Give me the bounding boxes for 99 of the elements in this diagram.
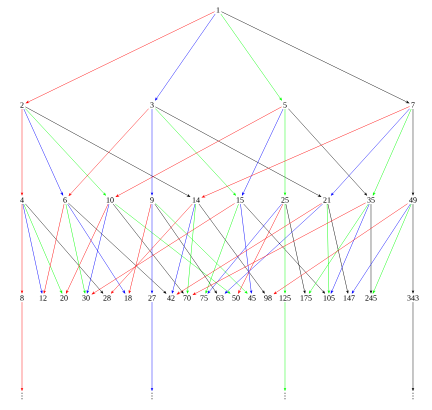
- arrow: [176, 203, 322, 294]
- arrow: [154, 204, 218, 294]
- number-label: 105: [324, 295, 335, 301]
- arrow: [25, 108, 106, 196]
- number-label: 49: [409, 197, 417, 203]
- number-label: 15: [236, 197, 244, 203]
- number-label: 20: [60, 295, 68, 301]
- arrow: [116, 106, 282, 197]
- arrow: [66, 204, 108, 294]
- arrow: [155, 203, 248, 294]
- arrow: [26, 11, 215, 104]
- arrow: [284, 302, 286, 391]
- arrow: [68, 108, 149, 196]
- arrow: [308, 204, 369, 294]
- arrow: [220, 14, 282, 101]
- arrow: [24, 204, 62, 294]
- number-label: 14: [192, 197, 200, 203]
- arrow: [238, 204, 284, 294]
- number-label: 98: [264, 295, 272, 301]
- arrow: [412, 204, 414, 294]
- arrow: [66, 204, 86, 294]
- number-label: 10: [106, 197, 114, 203]
- arrow: [224, 204, 323, 294]
- number-label: 12: [40, 295, 47, 301]
- arrow: [330, 204, 370, 294]
- arrow: [192, 202, 366, 296]
- arrow: [242, 108, 284, 196]
- number-label: 5: [283, 102, 287, 108]
- arrow: [326, 204, 330, 294]
- arrow: [43, 204, 64, 294]
- arrow: [198, 204, 265, 294]
- number-label: 18: [124, 295, 132, 301]
- number-label: 50: [232, 295, 240, 301]
- number-label: 147: [344, 295, 355, 301]
- number-label: 125: [280, 295, 291, 301]
- number-label: 28: [103, 295, 111, 301]
- arrow: [284, 204, 286, 294]
- arrow: [372, 204, 412, 294]
- ellipsis-dots: ⋮: [284, 392, 286, 400]
- arrow: [205, 204, 239, 294]
- arrow: [128, 204, 152, 294]
- arrow: [155, 106, 322, 197]
- number-label: 63: [216, 295, 224, 301]
- arrow: [20, 302, 24, 391]
- number-label: 70: [184, 295, 191, 301]
- number-label: 21: [323, 197, 330, 203]
- arrow: [288, 108, 368, 196]
- arrow: [67, 204, 126, 294]
- arrow: [370, 204, 372, 294]
- number-label: 7: [412, 102, 415, 108]
- number-label: 4: [20, 197, 24, 203]
- arrow: [208, 204, 282, 294]
- arrow: [150, 302, 154, 391]
- arrow: [150, 108, 154, 196]
- arrow: [24, 108, 64, 196]
- arrow: [115, 204, 230, 294]
- arrow: [352, 204, 411, 294]
- number-label: 1: [216, 7, 220, 13]
- arrow: [284, 108, 286, 196]
- arrow: [372, 108, 412, 196]
- ellipsis-dots: ⋮: [412, 392, 414, 400]
- arrow: [412, 302, 414, 391]
- number-label: 245: [365, 295, 377, 301]
- number-label: 2: [20, 102, 24, 108]
- arrow: [202, 106, 410, 198]
- arrow: [240, 204, 252, 294]
- arrow: [286, 204, 306, 294]
- number-label: 8: [20, 295, 24, 301]
- arrow: [155, 108, 236, 196]
- number-label: 35: [367, 197, 375, 203]
- arrow: [25, 106, 190, 197]
- number-label: 343: [407, 295, 419, 301]
- number-label: 9: [150, 197, 154, 203]
- number-label: 25: [281, 197, 289, 203]
- number-label: 175: [300, 295, 312, 301]
- arrow: [86, 204, 110, 294]
- arrow: [20, 108, 24, 196]
- arrow: [330, 108, 410, 196]
- arrow: [25, 204, 104, 294]
- number-label: 75: [200, 295, 208, 301]
- arrow: [20, 204, 24, 294]
- arrow: [22, 204, 43, 294]
- number-label: 42: [167, 295, 175, 301]
- arrow: [172, 204, 196, 294]
- arrow: [154, 14, 216, 101]
- number-label: 3: [150, 102, 154, 108]
- number-label: 45: [248, 295, 256, 301]
- arrow: [412, 108, 414, 196]
- number-label: 27: [148, 295, 156, 301]
- arrow: [150, 204, 154, 294]
- arrow: [221, 11, 410, 104]
- arrow: [68, 202, 166, 294]
- number-label: 6: [63, 197, 67, 203]
- arrow: [328, 204, 349, 294]
- arrow: [274, 203, 408, 294]
- arrow: [243, 204, 326, 294]
- number-label: 30: [82, 295, 90, 301]
- arrow: [92, 203, 235, 294]
- arrow: [186, 204, 196, 294]
